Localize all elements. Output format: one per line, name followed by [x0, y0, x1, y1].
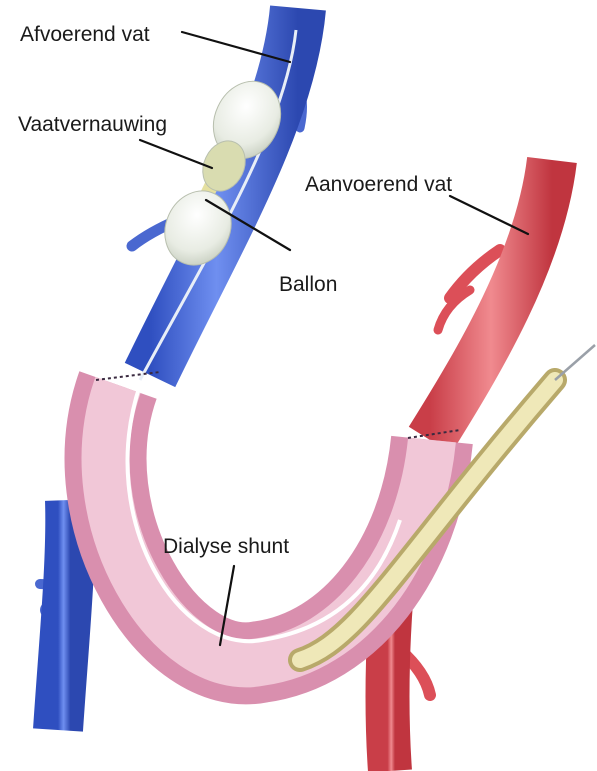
- label-vaatvernauwing: Vaatvernauwing: [18, 113, 167, 136]
- catheter-wire: [555, 345, 595, 380]
- label-afvoerend-vat: Afvoerend vat: [20, 23, 150, 46]
- label-aanvoerend-vat: Aanvoerend vat: [305, 173, 452, 196]
- label-ballon: Ballon: [279, 273, 337, 296]
- suture-line: [96, 372, 160, 380]
- label-dialyse-shunt: Dialyse shunt: [163, 535, 289, 558]
- leader-vaatvernauwing: [140, 140, 212, 168]
- vein-lower: [58, 500, 70, 730]
